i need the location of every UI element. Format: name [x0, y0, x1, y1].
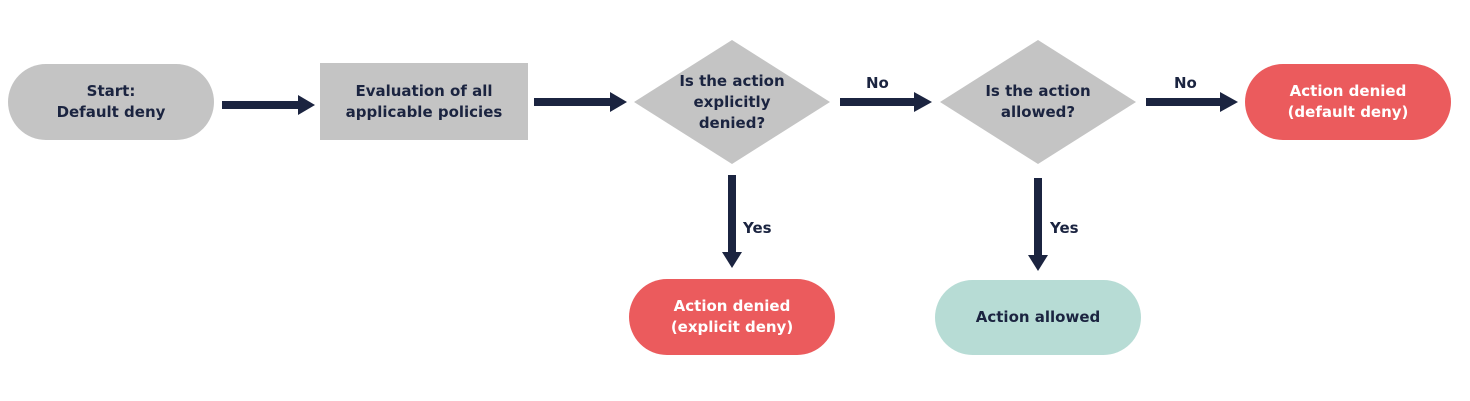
start-node-label: Start: Default deny: [56, 82, 166, 121]
action-denied-default-label: Action denied (default deny): [1287, 82, 1409, 121]
edge-label-yes-decision1: Yes: [743, 219, 772, 237]
decision-explicit-deny-text: Is the action explicitly denied?: [679, 71, 785, 132]
action-denied-explicit-node: Action denied (explicit deny): [629, 279, 835, 355]
arrow-decision2-yes: [1028, 178, 1048, 271]
decision-allowed-text: Is the action allowed?: [985, 82, 1091, 121]
arrow-start-to-evaluation: [222, 95, 315, 115]
arrow-decision1-no: [840, 92, 932, 112]
edge-label-yes-decision2: Yes: [1050, 219, 1079, 237]
start-node: Start: Default deny: [8, 64, 214, 140]
decision-explicit-deny-shape: [634, 40, 830, 164]
arrow-decision1-yes: [722, 175, 742, 268]
evaluation-node-label: Evaluation of all applicable policies: [345, 81, 503, 121]
action-allowed-node: Action allowed: [935, 280, 1141, 355]
action-allowed-label: Action allowed: [975, 308, 1101, 326]
action-denied-default-node: Action denied (default deny): [1245, 64, 1451, 140]
decision-allowed-label: Is the action allowed?: [956, 78, 1120, 126]
edge-label-no-decision2: No: [1174, 74, 1197, 92]
arrow-evaluation-to-decision1: [534, 92, 627, 112]
arrow-decision2-no: [1146, 92, 1238, 112]
evaluation-node: Evaluation of all applicable policies: [320, 63, 528, 140]
edge-label-no-decision1: No: [866, 74, 889, 92]
decision-allowed-shape: [940, 40, 1136, 164]
action-denied-explicit-label: Action denied (explicit deny): [670, 297, 794, 336]
decision-explicit-deny-label: Is the action explicitly denied?: [650, 68, 814, 136]
